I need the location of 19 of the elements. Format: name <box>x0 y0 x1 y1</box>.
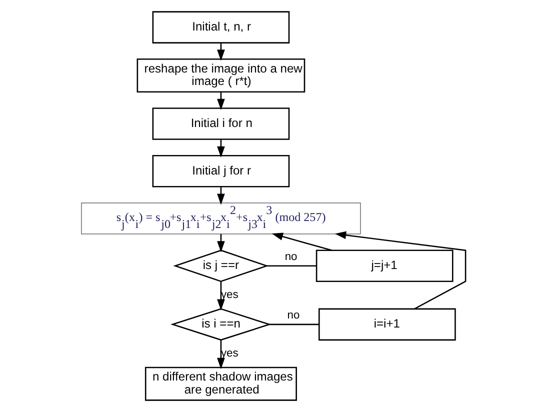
edge-label: yes <box>220 289 238 302</box>
node-box: Initial t, n, r <box>152 11 290 44</box>
arrow <box>271 232 332 251</box>
connector <box>266 265 316 266</box>
connector <box>268 324 318 326</box>
node-box: j=j+1 <box>315 250 453 282</box>
node-box: reshape the image into a new image ( r*t) <box>136 58 305 93</box>
node-diamond: is i ==n <box>170 308 271 341</box>
arrow <box>216 340 224 370</box>
node-diamond: is j ==r <box>172 250 268 282</box>
arrow <box>334 231 466 310</box>
node-box: i=i+1 <box>318 308 456 341</box>
edge-label: no <box>286 310 300 322</box>
node-box: n different shadow images are generated <box>144 366 296 401</box>
node-box: Initial j for r <box>152 154 290 188</box>
edge-label: yes <box>220 348 238 360</box>
node-box: Initial i for n <box>152 108 290 140</box>
edge-label: no <box>284 251 297 264</box>
arrow <box>216 282 224 310</box>
